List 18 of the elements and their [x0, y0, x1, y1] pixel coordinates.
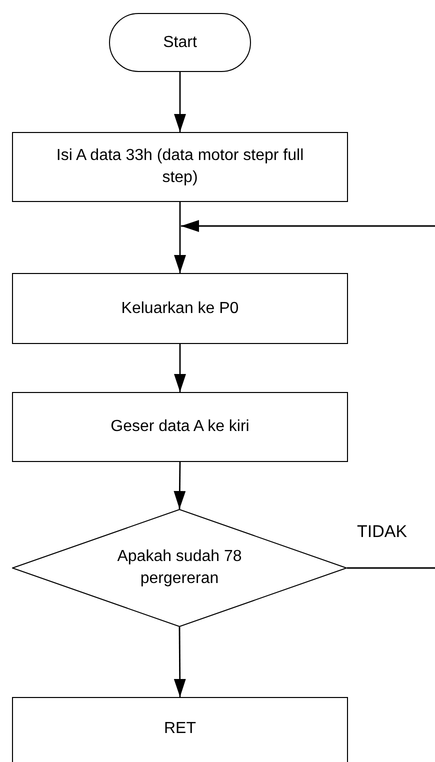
arrow [181, 220, 435, 232]
arrow [174, 344, 186, 392]
decision-diamond [12, 509, 347, 627]
process-box [12, 392, 348, 462]
node-text: Keluarkan ke P0 [121, 298, 239, 319]
process-box [12, 132, 348, 202]
arrow [174, 462, 186, 509]
arrow [174, 627, 186, 697]
node-text: Isi A data 33h (data motor stepr full step) [55, 146, 305, 188]
node-text: Geser data A ke kiri [110, 417, 250, 438]
process-box [12, 697, 348, 762]
arrow [174, 72, 186, 132]
process-box [12, 273, 348, 344]
node-text: Start [163, 32, 197, 53]
arrow [174, 202, 186, 273]
edge-label: TIDAK [355, 523, 410, 540]
node-text: Apakah sudah 78 pergereran [116, 547, 243, 589]
node-text: RET [164, 719, 196, 739]
